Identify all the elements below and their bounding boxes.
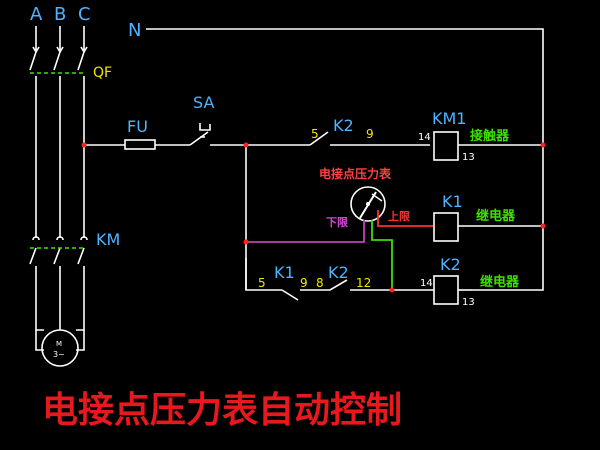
km1-label: KM1 bbox=[432, 109, 466, 128]
km1-pin-left: 14 bbox=[418, 132, 431, 143]
k2-desc: 继电器 bbox=[480, 274, 520, 290]
breaker-qf bbox=[29, 26, 88, 232]
gauge-lower-limit: 下限 bbox=[326, 215, 348, 229]
k2-pin-bottom: 13 bbox=[462, 297, 475, 308]
k2-contact-right-pin: 9 bbox=[366, 127, 374, 141]
gauge-upper-wire bbox=[377, 210, 434, 227]
motor-label-top: M bbox=[56, 340, 62, 348]
junction-dots bbox=[81, 142, 546, 293]
k2-coil-label: K2 bbox=[440, 255, 461, 274]
k1-label: K1 bbox=[442, 192, 463, 211]
km1-coil bbox=[433, 131, 459, 161]
hold-pin-8: 8 bbox=[316, 276, 324, 290]
km1-pin-bottom: 13 bbox=[462, 152, 475, 163]
gauge-lower-wire bbox=[246, 220, 365, 243]
k1-desc: 继电器 bbox=[476, 208, 516, 224]
diagram-title: 电接点压力表自动控制 bbox=[42, 389, 402, 431]
phase-a-label: A bbox=[30, 4, 43, 25]
gauge-common-wire bbox=[371, 220, 393, 290]
phase-c-label: C bbox=[78, 4, 91, 25]
hold-pin-9: 9 bbox=[300, 276, 308, 290]
motor-label-bottom: 3~ bbox=[53, 350, 65, 359]
neutral-label: N bbox=[128, 20, 141, 41]
switch-sa bbox=[189, 123, 310, 146]
neutral-wire bbox=[146, 28, 544, 291]
hold-circuit bbox=[245, 258, 434, 301]
k2-coil bbox=[433, 275, 459, 305]
contactor-km bbox=[29, 232, 88, 351]
pressure-gauge bbox=[350, 186, 386, 222]
fuse-label: FU bbox=[127, 117, 148, 136]
qf-label: QF bbox=[93, 65, 112, 81]
hold-pin-5: 5 bbox=[258, 276, 266, 290]
gauge-upper-limit: 上限 bbox=[388, 209, 410, 223]
k2-contact-top bbox=[309, 131, 430, 146]
fuse-fu bbox=[124, 139, 156, 150]
k2-contact-left-pin: 5 bbox=[311, 127, 319, 141]
hold-k2-label: K2 bbox=[328, 263, 349, 282]
k1-coil bbox=[433, 212, 459, 242]
k2-pin-left: 14 bbox=[420, 278, 433, 289]
km-label: KM bbox=[96, 230, 120, 249]
k2-contact-label: K2 bbox=[333, 116, 354, 135]
gauge-label: 电接点压力表 bbox=[319, 166, 392, 181]
sa-label: SA bbox=[193, 93, 214, 112]
motor bbox=[41, 329, 79, 367]
hold-k1-label: K1 bbox=[274, 263, 295, 282]
hold-pin-12: 12 bbox=[356, 276, 371, 290]
phase-b-label: B bbox=[54, 4, 66, 25]
km1-desc: 接触器 bbox=[470, 128, 510, 144]
